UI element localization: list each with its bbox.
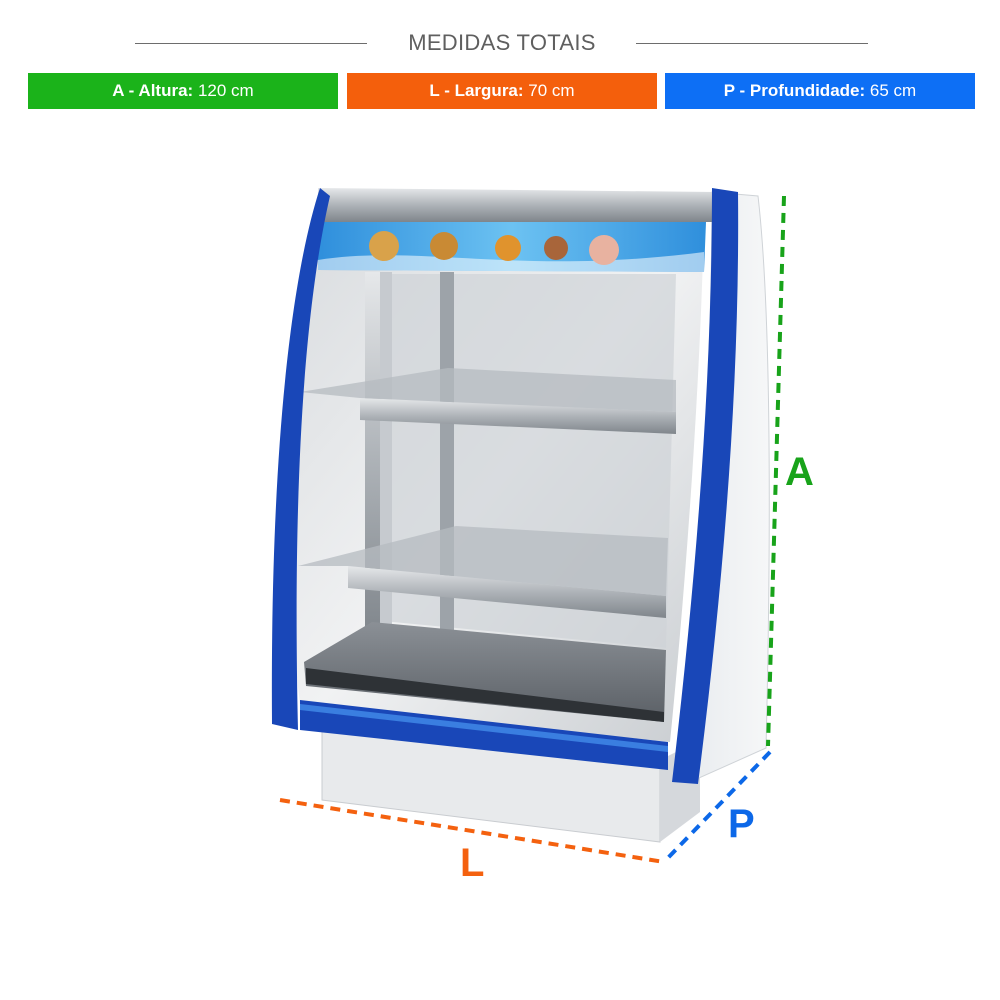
bottom-trim-highlight [300, 704, 668, 752]
banner-food-4 [544, 236, 568, 260]
width-dimension-line [279, 798, 665, 864]
depth-badge: P - Profundidade: 65 cm [665, 73, 975, 109]
width-label: L - Largura: [429, 81, 524, 100]
lower-shelf-back [298, 526, 668, 596]
width-letter: L [460, 841, 485, 885]
heading-divider-left [135, 43, 367, 44]
depth-letter: P [728, 802, 755, 846]
banner-wave [318, 252, 704, 272]
height-badge: A - Altura: 120 cm [28, 73, 338, 109]
height-dimension-line [766, 195, 786, 747]
upper-shelf-surface [360, 398, 676, 434]
heading-row: MEDIDAS TOTAIS [0, 28, 1000, 60]
width-value: 70 cm [528, 81, 575, 100]
left-curved-frame [271, 188, 330, 730]
case-floor [304, 622, 666, 722]
banner-food-5 [589, 235, 619, 265]
page-title: MEDIDAS TOTAIS [408, 30, 596, 55]
heading-divider-right [636, 43, 868, 44]
upper-shelf-back [300, 368, 676, 412]
height-letter: A [785, 450, 814, 494]
lower-shelf-surface [348, 566, 666, 618]
banner-food-2 [430, 232, 458, 260]
floor-grate [306, 668, 664, 722]
width-badge: L - Largura: 70 cm [347, 73, 657, 109]
depth-value: 65 cm [869, 81, 917, 100]
rear-post-right [380, 272, 392, 632]
depth-label: P - Profundidade: [723, 81, 866, 100]
height-label: A - Altura: [112, 81, 194, 100]
top-frame [318, 188, 716, 222]
banner-food-1 [369, 231, 399, 261]
height-value: 120 cm [197, 81, 254, 100]
depth-dimension-line [662, 750, 772, 864]
right-curved-frame [672, 188, 739, 784]
banner-food-3 [495, 235, 521, 261]
